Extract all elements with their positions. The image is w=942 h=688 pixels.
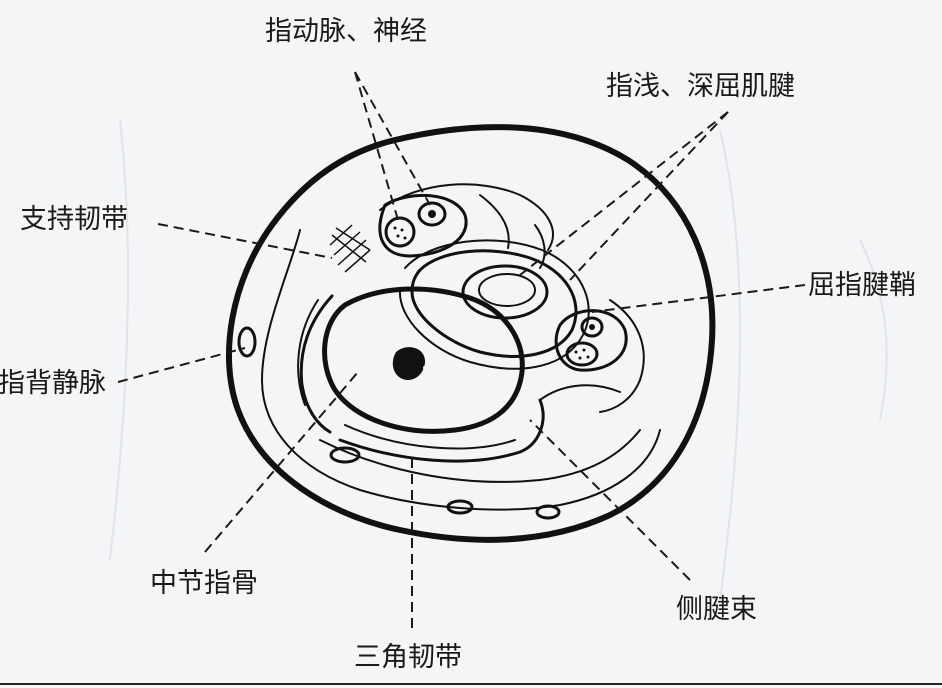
palmar-tissue-3 xyxy=(534,224,546,269)
label-lateral-band: 侧腱束 xyxy=(676,594,757,625)
label-digital-artery-nerve: 指动脉、神经 xyxy=(265,16,427,47)
label-retinacular-ligament: 支持韧带 xyxy=(20,204,128,235)
label-middle-phalanx: 中节指骨 xyxy=(150,568,258,599)
background-texture xyxy=(109,119,888,601)
retinacular-ligament-hatch xyxy=(329,224,371,273)
neurovascular-sheath-right xyxy=(554,309,628,372)
dorsal-vein-bottom-2 xyxy=(446,499,474,515)
flexor-sheath-outer xyxy=(398,239,590,370)
right-side-tissue-2 xyxy=(539,384,621,401)
flexor-tendon xyxy=(461,264,549,320)
skin-outline xyxy=(226,124,716,543)
right-side-tissue xyxy=(599,299,645,413)
marrow-cavity xyxy=(392,347,426,380)
middle-phalanx-bone xyxy=(322,286,525,434)
palmar-tissue xyxy=(379,183,554,251)
flexor-tendon-inner xyxy=(478,273,536,307)
dorsal-vein-bottom-3 xyxy=(535,504,561,520)
digital-artery-left xyxy=(417,201,447,227)
digital-nerve-right xyxy=(565,341,599,367)
label-flexor-sheath: 屈指腱鞘 xyxy=(808,270,916,301)
flexor-sheath xyxy=(410,249,578,358)
nerve-texture-right xyxy=(574,348,590,360)
subcutaneous-outline-2 xyxy=(319,429,641,483)
digital-artery-right xyxy=(580,316,604,338)
label-dorsal-vein: 指背静脉 xyxy=(0,368,106,399)
neurovascular-sheath-left xyxy=(378,193,468,258)
palmar-tissue-2 xyxy=(479,194,510,249)
lateral-band-bottom xyxy=(338,398,545,463)
dorsal-vein-bottom-1 xyxy=(329,446,361,464)
label-flexor-tendons: 指浅、深屈肌腱 xyxy=(606,71,795,102)
subcutaneous-outline xyxy=(261,229,661,511)
digital-nerve-left xyxy=(384,216,416,248)
dorsal-vein-left xyxy=(237,326,257,358)
lateral-band-bottom-inner xyxy=(344,424,516,450)
nerve-texture-left xyxy=(393,226,407,240)
lateral-band-left-inner xyxy=(297,299,319,406)
label-triangular-ligament: 三角韧带 xyxy=(354,642,462,673)
lateral-band-left xyxy=(299,294,334,434)
leader-lines xyxy=(117,71,806,628)
